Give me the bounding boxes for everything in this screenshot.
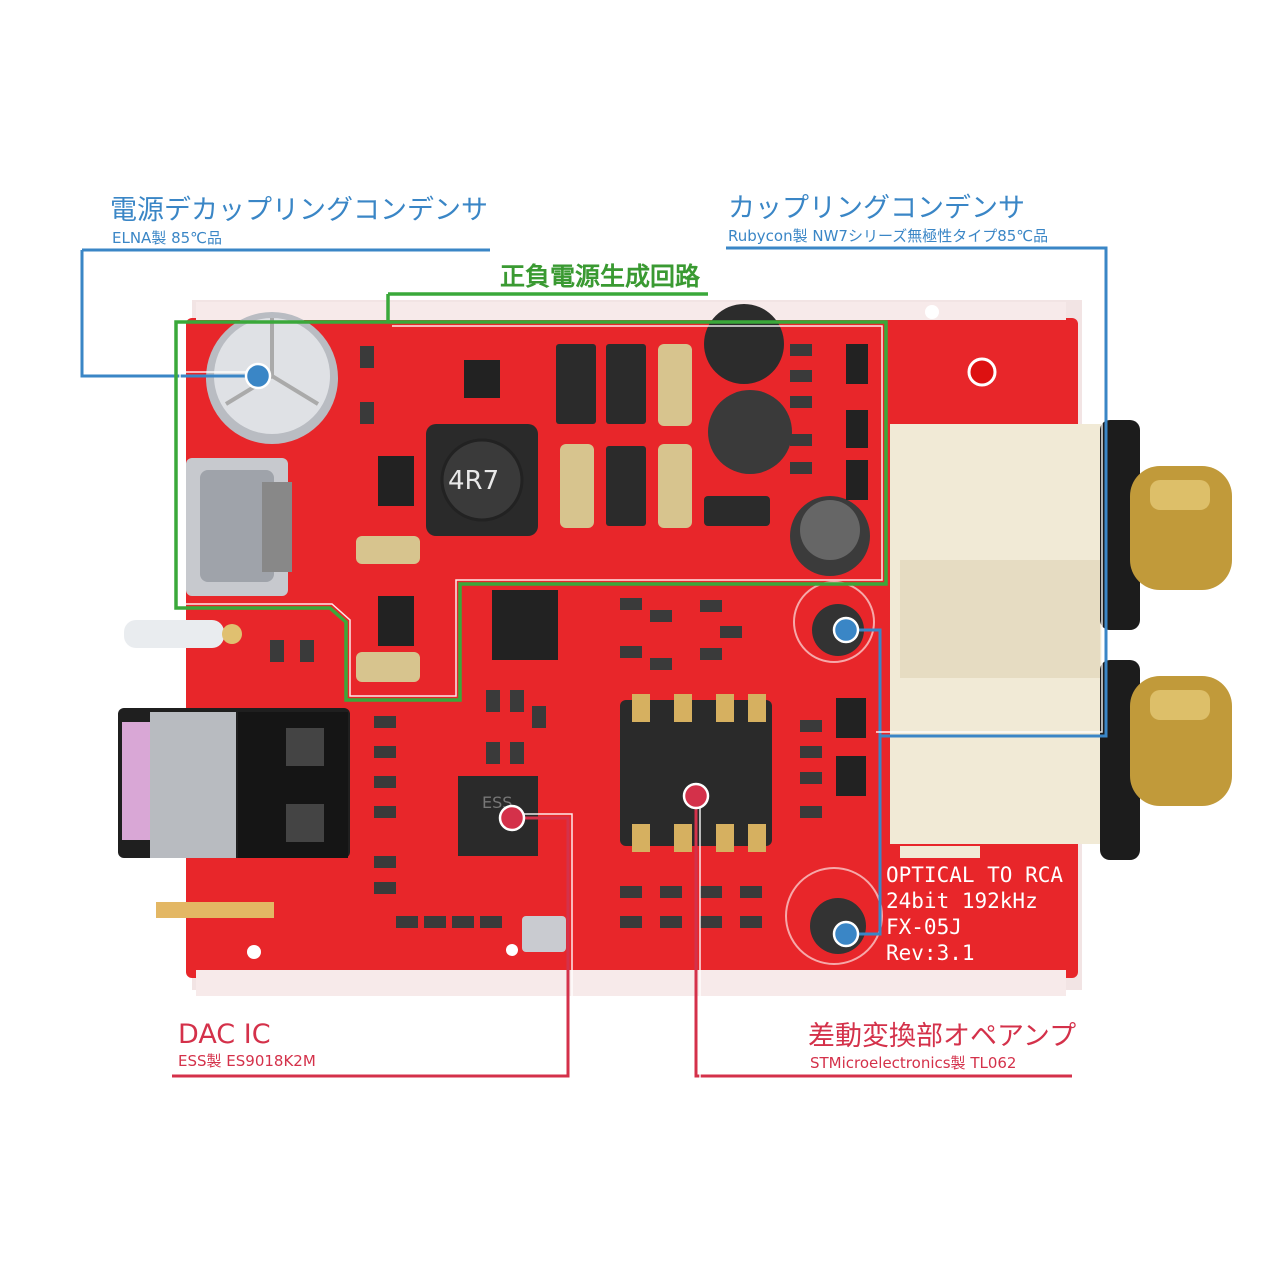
capacitor-electrolytic (704, 304, 784, 384)
mounting-hole (506, 944, 518, 956)
mounting-hole (925, 305, 939, 319)
diode (704, 496, 770, 526)
header-pin (156, 902, 274, 918)
diode (556, 344, 596, 424)
callout-dot-coupling-top (832, 616, 860, 644)
callout-dot-coupling-bottom (832, 920, 860, 948)
crystal (522, 916, 566, 952)
capacitor (658, 444, 692, 528)
diode (606, 446, 646, 526)
capacitor (560, 444, 594, 528)
callout-dot-dac (498, 804, 526, 832)
callout-dot-decoupling (244, 362, 272, 390)
diode (606, 344, 646, 424)
mounting-hole (967, 357, 997, 387)
inductor-marking: 4R7 (448, 466, 500, 496)
dac-ic-title: DAC IC (178, 1019, 271, 1050)
capacitor-electrolytic (708, 390, 792, 474)
decoupling-cap-title: 電源デカップリングコンデンサ (110, 195, 488, 226)
regulator-ic (378, 456, 414, 506)
silkscreen-line-1: OPTICAL TO RCA (886, 863, 1064, 887)
op-amp-chip (620, 700, 772, 846)
silkscreen-line-3: FX-05J (886, 915, 962, 939)
dac-ic-subtitle: ESS製 ES9018K2M (178, 1052, 316, 1070)
power-circuit-title: 正負電源生成回路 (500, 262, 701, 291)
op-amp-subtitle: STMicroelectronics製 TL062 (810, 1054, 1017, 1072)
soic-ic (492, 590, 558, 660)
board-top-strip (196, 302, 1066, 320)
capacitor (356, 652, 420, 682)
capacitor (356, 536, 420, 564)
silkscreen-line-2: 24bit 192kHz (886, 889, 1038, 913)
op-amp-title: 差動変換部オペアンプ (808, 1021, 1077, 1052)
coupling-cap-title: カップリングコンデンサ (728, 193, 1025, 224)
coupling-cap-subtitle: Rubycon製 NW7シリーズ無極性タイプ85℃品 (728, 227, 1049, 245)
decoupling-cap-subtitle: ELNA製 85℃品 (112, 229, 223, 247)
board-bottom-strip (196, 970, 1066, 996)
dac-chip (458, 776, 538, 856)
led (124, 620, 224, 648)
regulator-ic (378, 596, 414, 646)
transistor (464, 360, 500, 398)
capacitor (658, 344, 692, 426)
mounting-hole (247, 945, 261, 959)
callout-dot-opamp (682, 782, 710, 810)
silkscreen-line-4: Rev:3.1 (886, 941, 975, 965)
